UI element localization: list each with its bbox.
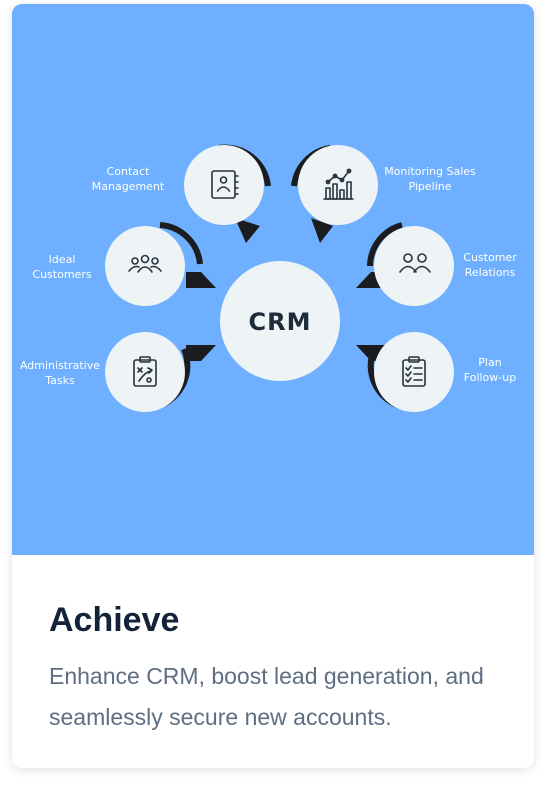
node-circle <box>374 332 454 412</box>
node-contact-management: Contact Management <box>92 144 271 243</box>
node-label-line: Pipeline <box>408 180 451 193</box>
node-label-line: Monitoring Sales <box>384 165 476 178</box>
group-icon <box>128 254 162 273</box>
card-title: Achieve <box>49 601 180 639</box>
crm-diagram-svg: CRM Contact Management <box>20 144 517 412</box>
node-pointer <box>186 345 216 361</box>
node-label-line: Relations <box>465 266 516 279</box>
node-label-line: Customer <box>463 251 517 264</box>
node-label-line: Ideal <box>49 253 76 266</box>
node-label-line: Tasks <box>44 374 75 387</box>
node-plan-follow-up: Plan Follow-up <box>356 332 516 412</box>
node-circle <box>374 226 454 306</box>
node-circle <box>298 145 378 225</box>
node-label-line: Contact <box>107 165 150 178</box>
card-caption: Achieve Enhance CRM, boost lead generati… <box>49 598 509 738</box>
node-arc <box>159 222 203 265</box>
node-label-line: Plan <box>478 356 501 369</box>
node-label-line: Customers <box>32 268 91 281</box>
feature-card: CRM Contact Management <box>12 4 534 768</box>
node-circle <box>184 145 264 225</box>
node-pointer <box>235 218 260 243</box>
node-monitoring-sales-pipeline: Monitoring Sales Pipeline <box>291 145 476 243</box>
node-pointer <box>186 272 216 288</box>
node-administrative-tasks: Administrative Tasks <box>20 332 216 412</box>
card-description: Enhance CRM, boost lead generation, and … <box>49 663 484 730</box>
node-label-line: Follow-up <box>464 371 516 384</box>
crm-center-circle <box>220 261 340 381</box>
crm-center-label: CRM <box>249 308 312 336</box>
node-ideal-customers: Ideal Customers <box>32 222 216 306</box>
node-circle <box>105 226 185 306</box>
bar-chart-icon <box>323 168 354 200</box>
two-people-icon <box>399 253 431 273</box>
crm-diagram: CRM Contact Management <box>12 4 534 555</box>
strategy-clipboard-icon <box>133 356 157 387</box>
contact-book-icon <box>211 170 239 199</box>
node-arc <box>367 222 403 267</box>
node-customer-relations: Customer Relations <box>356 222 517 306</box>
node-label-line: Administrative <box>20 359 100 372</box>
node-circle <box>105 332 185 412</box>
checklist-icon <box>402 356 426 387</box>
node-label-line: Management <box>92 180 165 193</box>
node-pointer <box>311 218 333 243</box>
